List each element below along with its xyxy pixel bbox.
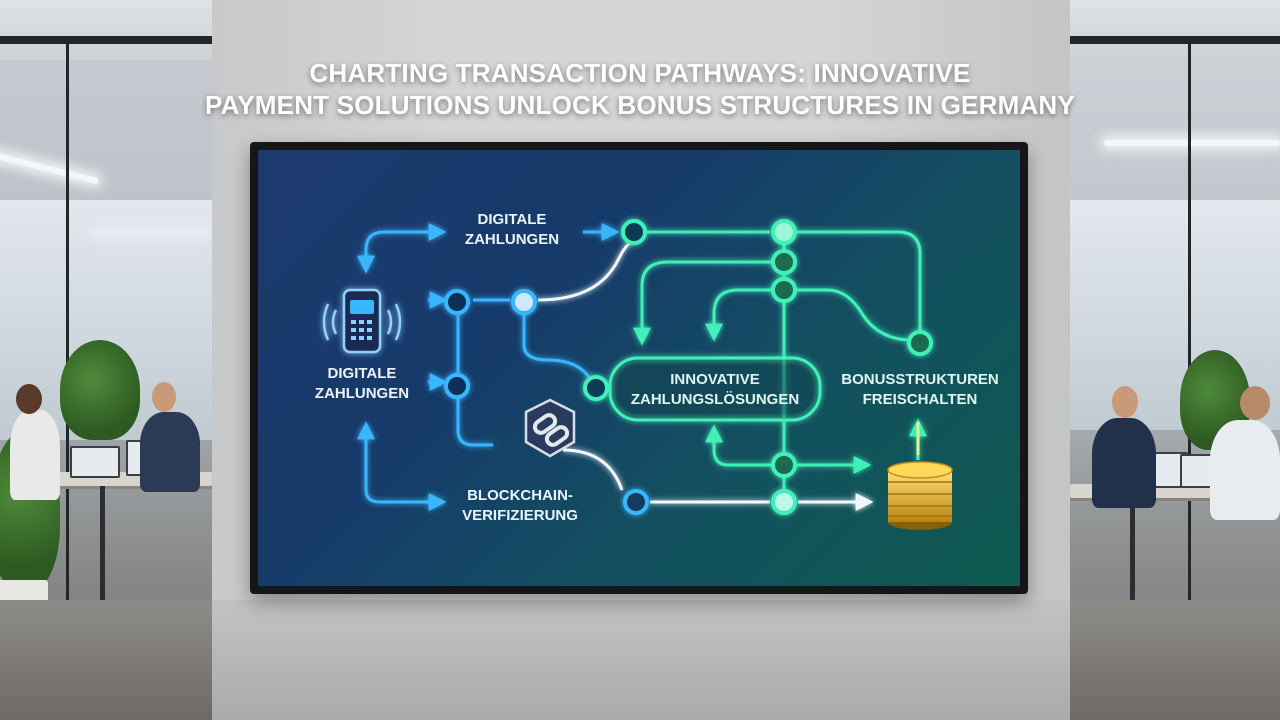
top-label-line2: ZAHLUNGEN [465, 231, 559, 248]
flow-node [771, 219, 797, 245]
center-label-line2: ZAHLUNGSLÖSUNGEN [631, 391, 799, 408]
flow-path [633, 260, 784, 346]
display-screen: DIGITALE ZAHLUNGEN DIGITALE ZAHLUNGEN IN… [258, 150, 1020, 586]
gold-coins-icon [887, 422, 953, 530]
person-seated [1092, 418, 1156, 508]
center-label-line1: INNOVATIVE [670, 371, 759, 388]
flow-path [537, 238, 637, 302]
desk-leg [100, 486, 105, 606]
flow-path [796, 230, 922, 340]
payment-terminal-icon [322, 288, 402, 354]
flow-node [771, 489, 797, 515]
flow-nodes [444, 219, 933, 515]
right-label-line2: FREISCHALTEN [863, 391, 978, 408]
ceiling-left [0, 0, 212, 60]
person-head [152, 382, 176, 412]
headline-line-1: CHARTING TRANSACTION PATHWAYS: INNOVATIV… [309, 58, 971, 88]
flow-path [522, 310, 596, 387]
person-head [1112, 386, 1138, 418]
headline-line-2: PAYMENT SOLUTIONS UNLOCK BONUS STRUCTURE… [205, 90, 1075, 120]
bottom-label-line1: BLOCKCHAIN- [467, 487, 573, 504]
desk-leg [1130, 498, 1135, 628]
left-label-line2: ZAHLUNGEN [315, 385, 409, 402]
office-left [0, 0, 212, 720]
flow-path [705, 288, 784, 342]
laptop [70, 446, 120, 478]
ceiling-lamp [0, 151, 100, 185]
flow-path [562, 448, 624, 491]
ceiling-beam [1070, 36, 1280, 44]
flow-path [357, 223, 447, 274]
flow-path [705, 424, 772, 467]
flow-path [796, 288, 909, 342]
flow-path [456, 310, 493, 447]
chain-link-icon [524, 398, 576, 458]
bottom-label-line2: VERIFIZIERUNG [462, 507, 578, 524]
flow-node [444, 289, 470, 315]
flow-node [511, 289, 537, 315]
ceiling-right [1070, 0, 1280, 60]
flow-node [621, 219, 647, 245]
flow-node [444, 373, 470, 399]
flow-path [357, 421, 447, 511]
flow-paths [357, 222, 927, 511]
person-seated [10, 410, 60, 500]
ceiling-lamp [1104, 140, 1280, 146]
ceiling-beam [0, 36, 212, 44]
person-seated [140, 412, 200, 492]
payment-flow-diagram: DIGITALE ZAHLUNGEN DIGITALE ZAHLUNGEN IN… [315, 211, 999, 530]
flow-node [907, 330, 933, 356]
potted-plant [60, 340, 140, 440]
flow-node [771, 249, 797, 275]
central-node-frame [608, 356, 822, 422]
right-label-line1: BONUSSTRUKTUREN [841, 371, 999, 388]
wall-floor-shadow [212, 600, 1070, 720]
person-head [16, 384, 42, 414]
flow-node [771, 452, 797, 478]
flow-node [623, 489, 649, 515]
wall-display: DIGITALE ZAHLUNGEN DIGITALE ZAHLUNGEN IN… [250, 142, 1028, 594]
person-seated [1210, 420, 1280, 520]
flow-node [771, 277, 797, 303]
top-label-line1: DIGITALE [478, 211, 547, 228]
flow-node [583, 375, 609, 401]
person-head [1240, 386, 1270, 420]
left-label-line1: DIGITALE [328, 365, 397, 382]
